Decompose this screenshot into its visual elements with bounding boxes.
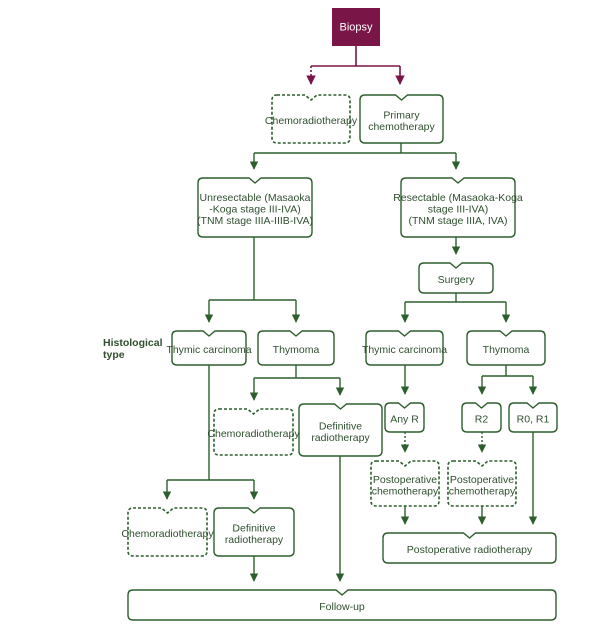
node-box [171, 330, 247, 366]
node-label-line: Thymic carcinoma [362, 344, 447, 356]
node-label: Thymoma [273, 344, 320, 356]
node-box [213, 408, 294, 456]
node-surgery: Surgery [418, 262, 494, 294]
node-label-line: Follow-up [319, 601, 365, 613]
node-box [197, 177, 313, 238]
histological-type-label: Histological type [103, 337, 165, 361]
node-label: Unresectable (Masaoka-Koga stage III-IVA… [197, 192, 313, 227]
node-box [418, 262, 494, 294]
node-box [466, 330, 546, 366]
node-label: R2 [475, 414, 489, 426]
node-box [370, 460, 440, 507]
node-label: Thymic carcinoma [362, 344, 447, 356]
node-chemo-top: Chemoradiotherapy [265, 94, 358, 144]
node-box [271, 94, 351, 144]
node-label-line: R2 [475, 414, 489, 426]
node-box [461, 402, 502, 433]
node-box [213, 507, 295, 557]
node-label-line: -Koga stage III-IVA) [209, 204, 300, 216]
node-label: Follow-up [319, 601, 365, 613]
node-label: Chemoradiotherapy [207, 428, 300, 440]
node-label-line: radiotherapy [225, 534, 284, 546]
node-label-line: Biopsy [339, 22, 373, 34]
node-label-line: Any R [390, 414, 419, 426]
node-label-line: Definitive [232, 522, 275, 534]
node-label-line: Chemoradiotherapy [265, 115, 358, 127]
node-biopsy: Biopsy [332, 8, 380, 46]
node-label-line: stage III-IVA) [428, 204, 489, 216]
node-box [257, 330, 335, 366]
node-box [127, 507, 208, 557]
node-label-line: Unresectable (Masaoka [200, 192, 311, 204]
node-box [508, 402, 558, 433]
node-label: Thymic carcinoma [166, 344, 251, 356]
node-thymoma-left: Thymoma [257, 330, 335, 366]
node-label-line: radiotherapy [311, 432, 370, 444]
node-label-line: (TNM stage IIIA, IVA) [409, 215, 508, 227]
node-any-r: Any R [384, 402, 425, 433]
node-postop-rt: Postoperative radiotherapy [382, 532, 557, 564]
node-box [384, 402, 425, 433]
node-followup: Follow-up [127, 589, 557, 621]
node-label-line: Postoperative [450, 474, 514, 486]
node-box [127, 589, 557, 621]
node-r2: R2 [461, 402, 502, 433]
node-box [400, 177, 516, 238]
node-label-line: chemotherapy [449, 485, 516, 497]
node-label-line: Postoperative [373, 474, 437, 486]
node-label-line: Thymic carcinoma [166, 344, 251, 356]
node-label: Chemoradiotherapy [265, 115, 358, 127]
node-r0r1: R0, R1 [508, 402, 558, 433]
node-label-line: chemotherapy [368, 121, 435, 133]
node-label: Chemoradiotherapy [121, 528, 214, 540]
node-label-line: Thymoma [483, 344, 530, 356]
node-tc-left: Thymic carcinoma [166, 330, 252, 366]
node-box [359, 94, 444, 144]
node-label: Thymoma [483, 344, 530, 356]
node-thymoma-right: Thymoma [466, 330, 546, 366]
node-label-line: Chemoradiotherapy [207, 428, 300, 440]
node-unresectable: Unresectable (Masaoka-Koga stage III-IVA… [197, 177, 313, 238]
node-label-line: Chemoradiotherapy [121, 528, 214, 540]
node-label: Surgery [438, 274, 476, 286]
node-label-line: Thymoma [273, 344, 320, 356]
node-label-line: Postoperative radiotherapy [407, 544, 533, 556]
node-box [365, 330, 444, 366]
node-label: R0, R1 [517, 414, 550, 426]
node-label-line: Resectable (Masaoka-Koga [393, 192, 523, 204]
node-chemo-mid: Chemoradiotherapy [207, 408, 300, 456]
node-box [447, 460, 517, 507]
node-label-line: R0, R1 [517, 414, 550, 426]
node-label-line: Surgery [438, 274, 476, 286]
node-label-line: Primary [383, 109, 420, 121]
node-label-line: (TNM stage IIIA-IIIB-IVA) [197, 215, 313, 227]
connector-lines [162, 46, 538, 582]
biopsy-box [332, 8, 380, 46]
node-label: Any R [390, 414, 419, 426]
node-label-line: Definitive [319, 420, 362, 432]
node-tc-right: Thymic carcinoma [362, 330, 447, 366]
node-chemo-low: Chemoradiotherapy [121, 507, 214, 557]
node-label: Biopsy [339, 22, 373, 34]
node-label: Postoperative radiotherapy [407, 544, 533, 556]
node-label-line: chemotherapy [372, 485, 439, 497]
node-box [298, 403, 383, 457]
node-box [382, 532, 557, 564]
